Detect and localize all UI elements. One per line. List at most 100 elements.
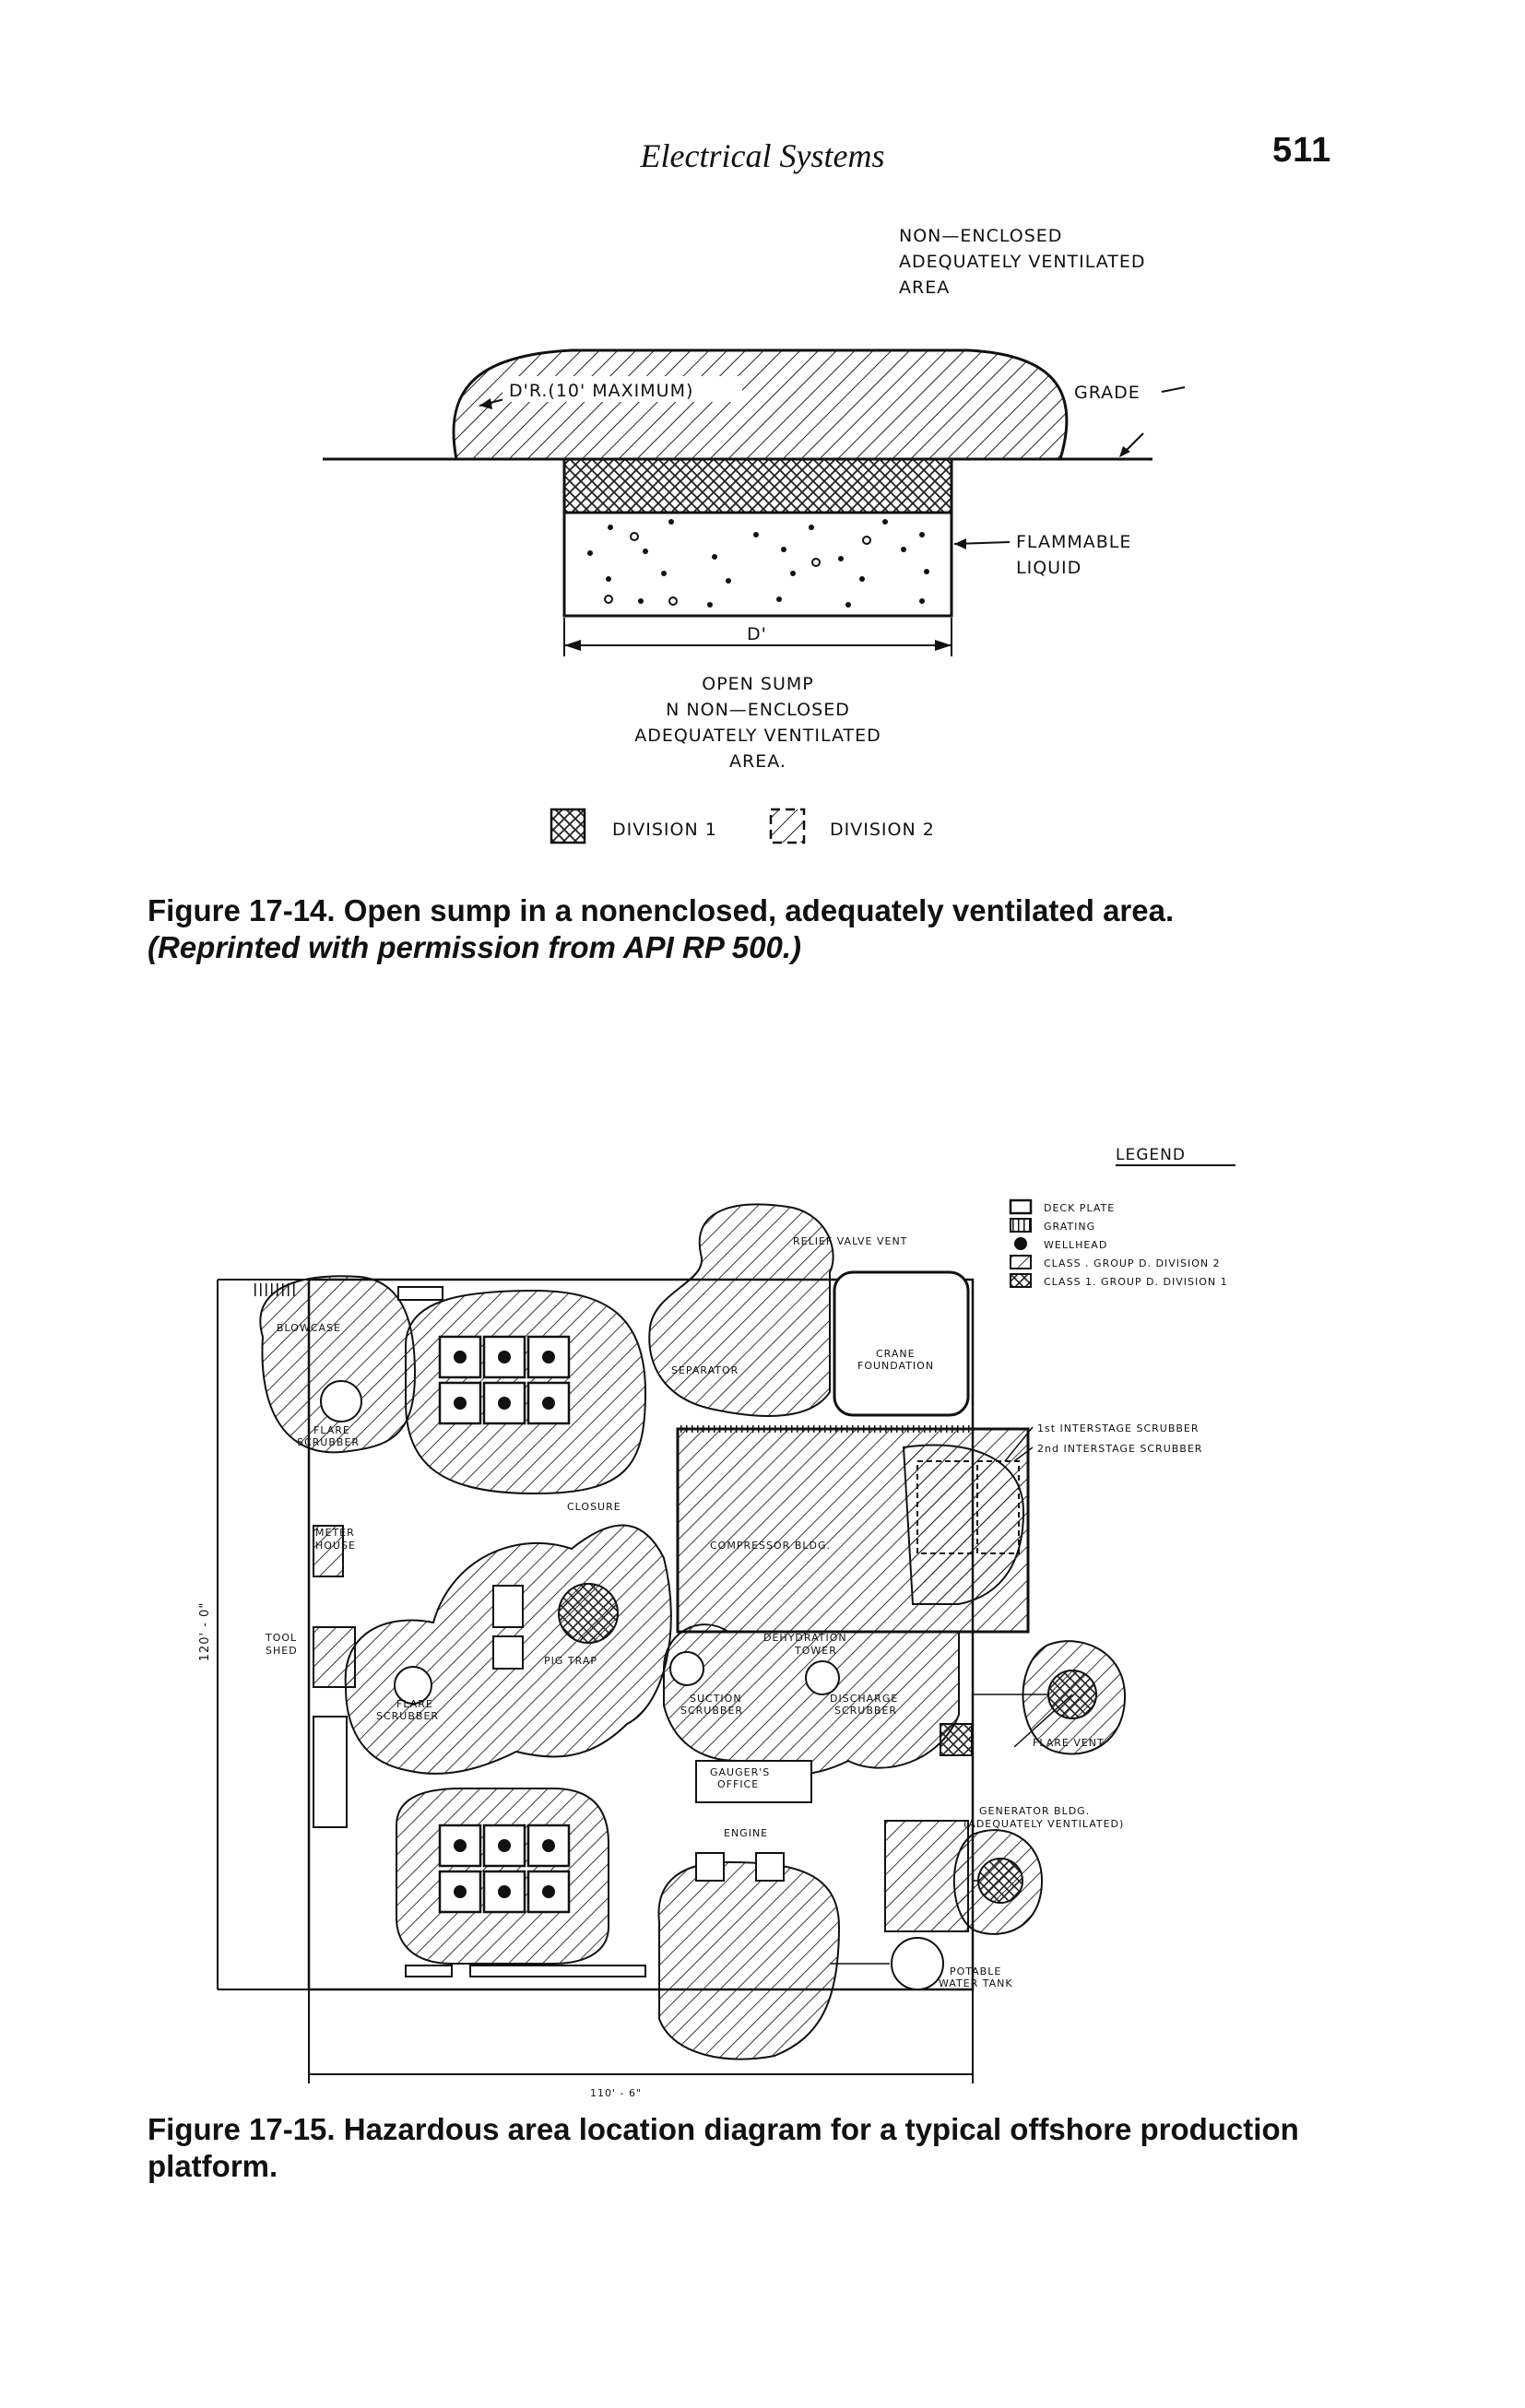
tool-shed-label-2: SHED: [266, 1645, 298, 1657]
running-title: Electrical Systems: [640, 137, 885, 174]
figure-17-15-caption-title: Figure 17-15. Hazardous area location di…: [148, 2112, 1299, 2183]
engine-label: ENGINE: [724, 1827, 768, 1839]
figure-17-14-caption-title: Figure 17-14. Open sump in a nonenclosed…: [148, 893, 1175, 927]
figure-17-14-diagram: NON—ENCLOSED ADEQUATELY VENTILATED AREA …: [323, 226, 1186, 844]
legend-grating-swatch: [1010, 1218, 1032, 1233]
legend-grating: GRATING: [1044, 1221, 1095, 1233]
gaugers-office: [695, 1760, 812, 1803]
wellhead-icons-bottom: [454, 1839, 555, 1898]
engine-block-2: [755, 1852, 785, 1882]
fig14-sub-4: AREA.: [729, 751, 786, 772]
first-interstage-scrubber: [916, 1460, 974, 1554]
generator-label-2: (ADEQUATELY VENTILATED): [963, 1818, 1124, 1830]
fig14-sub-3: ADEQUATELY VENTILATED: [634, 726, 881, 746]
second-interstage-scrubber: [976, 1460, 1020, 1554]
legend-deck-plate: DECK PLATE: [1044, 1202, 1115, 1214]
relief-valve-vent-label: RELIEF VALVE VENT: [793, 1235, 907, 1247]
flare-scrubber-top-label-1: FLARE: [313, 1424, 350, 1436]
grade-label: GRADE: [1074, 383, 1141, 403]
potable-label-2: WATER TANK: [939, 1977, 1013, 1989]
figure-17-14-caption: Figure 17-14. Open sump in a nonenclosed…: [148, 892, 1383, 966]
figure-17-15-caption: Figure 17-15. Hazardous area location di…: [148, 2111, 1383, 2185]
suction-scrubber: [669, 1651, 704, 1686]
flare-scrubber-top-label-2: SCRUBBER: [297, 1436, 360, 1448]
division-2-label: DIVISION 2: [830, 820, 935, 840]
deck-plate-bottom-1: [405, 1965, 453, 1977]
engine-block-1: [695, 1852, 725, 1882]
division-1-swatch: [550, 808, 586, 844]
pig-trap-block-1: [492, 1585, 524, 1628]
legend-wellhead: WELLHEAD: [1044, 1239, 1107, 1251]
figure-17-14-caption-credit: (Reprinted with permission from API RP 5…: [148, 930, 802, 964]
suction-label-2: SCRUBBER: [680, 1705, 743, 1717]
closure-division-1: [558, 1583, 619, 1644]
legend-deck-plate-swatch: [1009, 1198, 1033, 1215]
wellhead-icons-top: [454, 1351, 555, 1410]
flammable-label-2: LIQUID: [1016, 558, 1082, 578]
pig-trap-label: PIG TRAP: [544, 1655, 597, 1667]
tool-shed: [313, 1626, 356, 1688]
figure-17-15-diagram: LEGEND DECK PLATE GRATING WELLHEAD CLASS…: [198, 1146, 1235, 2099]
grating-strip: [678, 1425, 973, 1433]
closure-label: CLOSURE: [567, 1501, 621, 1513]
generator-division-1: [977, 1858, 1023, 1904]
legend-title: LEGEND: [1116, 1146, 1186, 1164]
division-1-band: [562, 457, 953, 514]
flare-vent-label: FLARE VENT: [1033, 1737, 1105, 1749]
legend-division-2: CLASS . GROUP D. DIVISION 2: [1044, 1257, 1221, 1269]
grating-top-left: [254, 1283, 295, 1296]
flare-scrubber-bottom-label-1: FLARE: [396, 1698, 433, 1710]
compressor-building: [676, 1427, 1030, 1634]
crane-label-1: CRANE: [876, 1348, 916, 1360]
fig14-sub-2: N NON—ENCLOSED: [666, 700, 850, 720]
discharge-label-1: DISCHARGE: [830, 1693, 898, 1705]
liquid-dots: [587, 519, 929, 608]
flare-scrubber-bottom-label-2: SCRUBBER: [376, 1710, 439, 1722]
fig14-top-note-2: ADEQUATELY VENTILATED: [899, 252, 1146, 272]
legend-division-1: CLASS 1. GROUP D. DIVISION 1: [1044, 1276, 1228, 1288]
division-2-mound: [452, 348, 1069, 461]
dehydration-label-2: TOWER: [794, 1645, 837, 1657]
discharge-scrubber: [805, 1660, 840, 1695]
division-2-swatch: [769, 808, 806, 844]
flare-scrubber-bottom: [394, 1666, 432, 1705]
generator-building: [884, 1820, 969, 1932]
flare-vent-base: [940, 1723, 973, 1756]
deck-plate-top: [397, 1286, 443, 1301]
crane-foundation: [833, 1270, 970, 1417]
tool-shed-label-1: TOOL: [265, 1632, 297, 1644]
fig14-top-note-1: NON—ENCLOSED: [899, 226, 1062, 246]
potable-water-tank: [891, 1937, 944, 1990]
sump-liquid: [562, 511, 953, 618]
blowcase-label: BLOWCASE: [277, 1322, 341, 1334]
potable-label-1: POTABLE: [950, 1965, 1001, 1977]
meter-label-2: HOUSE: [315, 1540, 356, 1552]
discharge-label-2: SCRUBBER: [834, 1705, 897, 1717]
first-scrubber-label: 1st INTERSTAGE SCRUBBER: [1037, 1422, 1200, 1434]
flare-scrubber-top: [320, 1380, 362, 1422]
dehydration-label-1: DEHYDRATION: [763, 1632, 847, 1644]
page-number: 511: [1272, 131, 1332, 170]
deck-plate-bottom-2: [469, 1965, 646, 1977]
width-dimension-label: 110' - 6": [590, 2087, 642, 2099]
radius-label: D'R.(10' MAXIMUM): [509, 381, 693, 401]
gauger-label-2: OFFICE: [717, 1778, 759, 1790]
gauger-label-1: GAUGER'S: [710, 1766, 770, 1778]
height-dimension-label: 120' - 0": [198, 1602, 212, 1662]
flammable-label-1: FLAMMABLE: [1016, 532, 1131, 552]
second-scrubber-label: 2nd INTERSTAGE SCRUBBER: [1037, 1443, 1202, 1455]
dimension-label: D': [747, 624, 767, 644]
generator-label-1: GENERATOR BLDG.: [979, 1805, 1090, 1817]
wellhead-icon: [1014, 1237, 1027, 1250]
legend-division-1-swatch: [1010, 1273, 1032, 1288]
suction-label-1: SUCTION: [690, 1693, 742, 1705]
meter-label-1: METER: [315, 1527, 355, 1539]
separator-label: SEPARATOR: [671, 1364, 739, 1376]
deck-plate-left: [313, 1716, 348, 1828]
meter-house: [313, 1525, 344, 1577]
pig-trap-block-2: [492, 1635, 524, 1670]
division-1-label: DIVISION 1: [612, 820, 717, 840]
fig14-sub-1: OPEN SUMP: [702, 674, 814, 694]
legend-division-2-swatch: [1010, 1255, 1032, 1269]
fig14-top-note-3: AREA: [899, 277, 950, 298]
